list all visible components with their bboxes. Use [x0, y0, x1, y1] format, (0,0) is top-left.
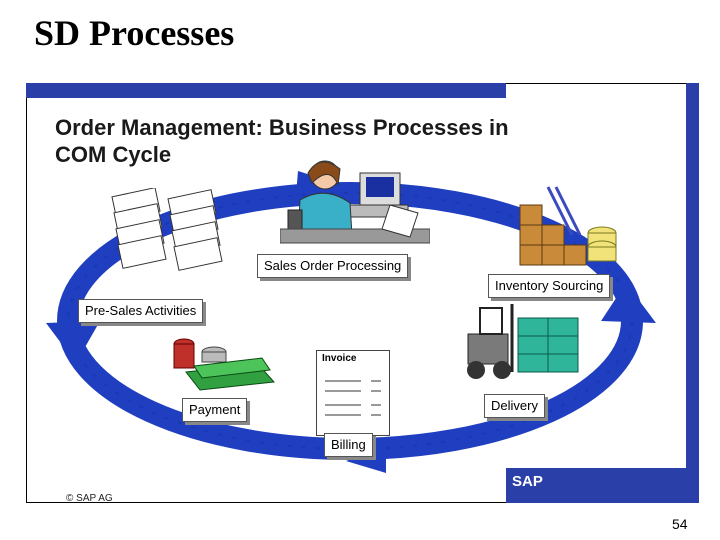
step-sales-order-processing: Sales Order Processing: [257, 254, 409, 278]
arrow-head-right: [601, 283, 656, 323]
page-number: 54: [672, 516, 688, 532]
invoice-document: [316, 350, 390, 436]
slide-title: SD Processes: [34, 13, 235, 53]
step-pre-sales-activities: Pre-Sales Activities: [78, 299, 204, 323]
sap-logo: SAP: [506, 468, 556, 503]
diagram-title-line1: Order Management: Business Processes in: [55, 115, 509, 140]
step-payment: Payment: [182, 398, 248, 422]
right-accent-bar: [686, 83, 699, 503]
copyright-notice: © SAP AG: [66, 493, 113, 504]
money-illustration: [173, 338, 276, 391]
office-worker-illustration: [280, 160, 430, 244]
invoice-label: Invoice: [322, 353, 357, 364]
diagram-title: Order Management: Business Processes in …: [55, 114, 509, 168]
forklift-illustration: [467, 304, 579, 379]
step-inventory-sourcing: Inventory Sourcing: [488, 274, 611, 298]
arrow-head-left: [46, 321, 100, 363]
inventory-boxes-illustration: [519, 186, 617, 266]
top-accent-bar: [26, 83, 506, 98]
step-delivery: Delivery: [484, 394, 545, 418]
diagram-title-line2: COM Cycle: [55, 142, 172, 167]
sap-logo-triangle: [556, 468, 588, 503]
arrow-head-bottom: [346, 445, 386, 473]
sap-logo-text: SAP: [512, 473, 543, 490]
documents-stack-illustration: [111, 188, 223, 271]
step-billing: Billing: [324, 433, 373, 457]
invoice-lines: [325, 380, 381, 416]
